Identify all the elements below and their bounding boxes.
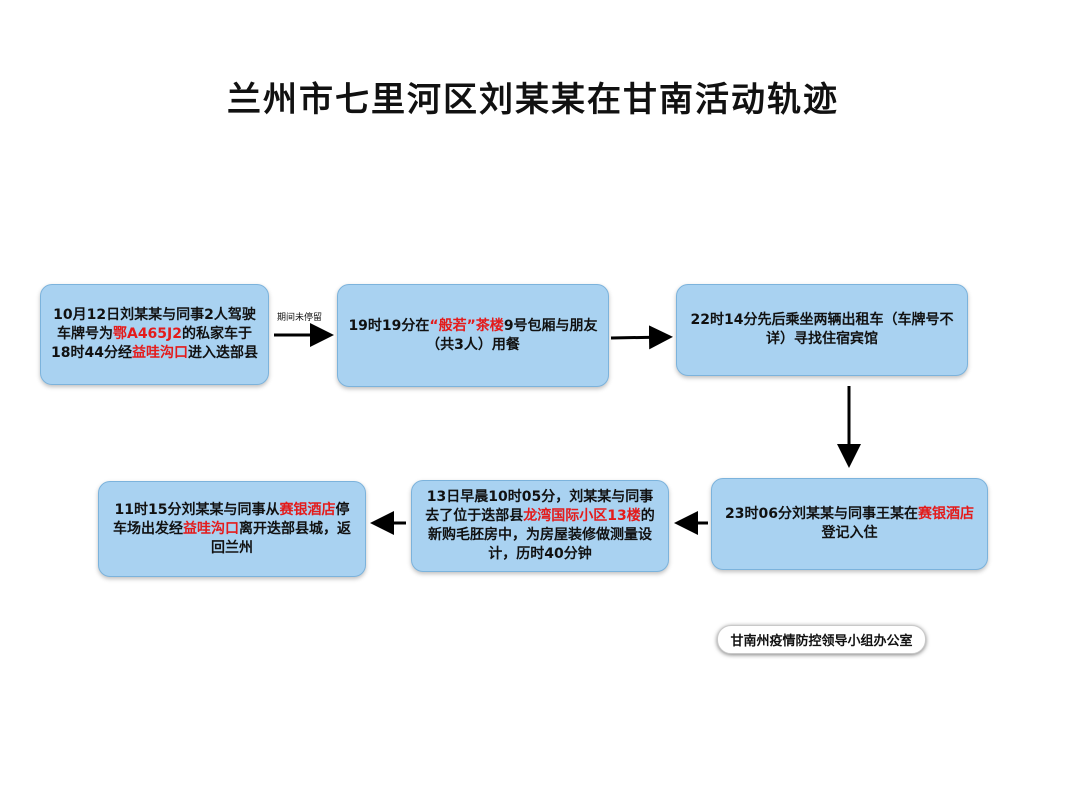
step-text-segment: 11时15分刘某某与同事从 [114, 501, 280, 518]
highlight-text: 龙湾国际小区13楼 [523, 508, 641, 524]
step-text-segment: 停车场出发经 [113, 501, 350, 537]
arrow-2-to-3 [610, 325, 673, 350]
step-box-3: 22时14分先后乘坐两辆出租车（车牌号不详）寻找住宿宾馆 [676, 284, 968, 376]
footer-label: 甘南州疫情防控领导小组办公室 [717, 625, 926, 654]
step-text-segment: 登记入住 [821, 525, 878, 541]
highlight-text: “般若”茶楼 [429, 317, 504, 334]
highlight-text: 鄂A465J2 [112, 326, 182, 342]
step-box-6: 11时15分刘某某与同事从赛银酒店停车场出发经益哇沟口离开迭部县城，返回兰州 [98, 481, 366, 577]
step-box-4: 23时06分刘某某与同事王某在赛银酒店登记入住 [711, 478, 988, 570]
highlight-text: 赛银酒店 [917, 506, 974, 522]
step-text-segment: 19时19分在 [348, 317, 430, 334]
step-text-6: 11时15分刘某某与同事从赛银酒店停车场出发经益哇沟口离开迭部县城，返回兰州 [109, 501, 355, 558]
step-text-segment: 9号包厢与朋友（共3人）用餐 [426, 317, 598, 353]
step-text-4: 23时06分刘某某与同事王某在赛银酒店登记入住 [722, 505, 977, 543]
step-box-2: 19时19分在“般若”茶楼9号包厢与朋友（共3人）用餐 [337, 284, 609, 387]
step-text-segment: 离开迭部县城，返回兰州 [211, 520, 351, 556]
step-text-segment: 的新购毛胚房中，为房屋装修做测量设计，历时40分钟 [428, 508, 655, 562]
step-text-segment: 10月12日刘某某与同事2人驾驶车牌号为 [53, 307, 256, 342]
step-box-1: 10月12日刘某某与同事2人驾驶车牌号为鄂A465J2的私家车于18时44分经益… [40, 284, 269, 385]
step-text-segment: 13日早晨10时05分，刘某某与同事去了位于迭部县 [425, 489, 654, 524]
highlight-text: 益哇沟口 [183, 520, 239, 537]
step-text-segment: 的私家车于18时44分经 [51, 326, 252, 361]
step-box-5: 13日早晨10时05分，刘某某与同事去了位于迭部县龙湾国际小区13楼的新购毛胚房… [411, 480, 669, 572]
step-text-segment: 23时06分刘某某与同事王某在 [725, 506, 918, 522]
highlight-text: 益哇沟口 [131, 345, 188, 361]
step-text-segment: 进入迭部县 [187, 345, 258, 361]
step-text-1: 10月12日刘某某与同事2人驾驶车牌号为鄂A465J2的私家车于18时44分经益… [51, 306, 258, 363]
step-text-5: 13日早晨10时05分，刘某某与同事去了位于迭部县龙湾国际小区13楼的新购毛胚房… [422, 488, 658, 564]
step-text-2: 19时19分在“般若”茶楼9号包厢与朋友（共3人）用餐 [348, 317, 598, 355]
highlight-text: 赛银酒店 [279, 501, 336, 518]
arrow-note: 期间未停留 [277, 313, 323, 323]
page-title: 兰州市七里河区刘某某在甘南活动轨迹 [227, 80, 839, 120]
step-text-3: 22时14分先后乘坐两辆出租车（车牌号不详）寻找住宿宾馆 [687, 311, 957, 349]
step-text-segment: 22时14分先后乘坐两辆出租车（车牌号不详）寻找住宿宾馆 [690, 312, 954, 347]
